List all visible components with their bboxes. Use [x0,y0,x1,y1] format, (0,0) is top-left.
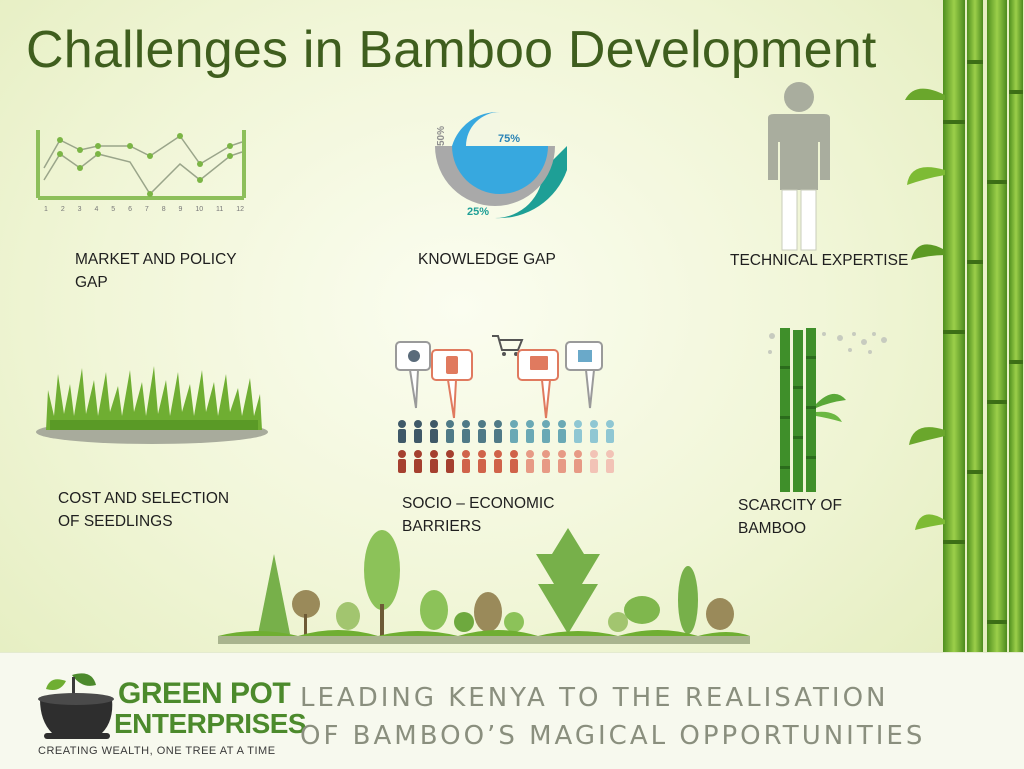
label-line: BAMBOO [738,520,807,537]
label-knowledge-gap: KNOWLEDGE GAP [418,248,556,271]
x-tick: 8 [161,206,166,213]
radial-chart-icon [435,111,567,219]
green-pot-logo-icon [38,673,114,739]
line-chart-icon [36,130,246,200]
x-tick: 3 [77,206,82,213]
x-tick: 9 [178,206,183,213]
logo-green-pot: GREEN POT [118,677,291,710]
line-chart-x-ticks: 1 2 3 4 5 6 7 8 9 10 11 12 [44,206,244,213]
x-tick: 7 [144,206,149,213]
label-line: OF SEEDLINGS [58,513,173,530]
forest-illustration [218,528,750,644]
bamboo-stalks-icon [768,328,887,492]
person-icon [768,82,830,251]
x-tick: 1 [44,206,48,213]
label-line: MARKET AND POLICY [75,251,237,268]
radial-label-25: 25% [467,206,490,218]
x-tick: 12 [236,206,244,213]
label-scarcity-of-bamboo: SCARCITY OF BAMBOO [738,494,842,540]
label-socio-economic-barriers: SOCIO – ECONOMIC BARRIERS [402,492,554,538]
slogan-line-1: LEADING KENYA TO THE REALISATION [300,683,889,713]
grass-icon [36,366,268,444]
slogan-line-2: OF BAMBOO’S MAGICAL OPPORTUNITIES [300,721,926,751]
footer: GREEN POT ENTERPRISES CREATING WEALTH, O… [0,652,1024,769]
people-row-bottom [398,450,614,473]
label-line: GAP [75,274,108,291]
label-line: SCARCITY OF [738,497,842,514]
x-tick: 2 [60,206,65,213]
socio-economic-icon [395,335,614,473]
x-tick: 11 [216,206,224,213]
label-line: COST AND SELECTION [58,490,230,507]
label-line: KNOWLEDGE GAP [418,251,556,268]
label-cost-selection-seedlings: COST AND SELECTION OF SEEDLINGS [58,487,229,533]
label-technical-expertise: TECHNICAL EXPERTISE [730,249,908,272]
radial-label-50: 50% [436,125,447,146]
label-line: BARRIERS [402,518,482,535]
logo-tagline: CREATING WEALTH, ONE TREE AT A TIME [38,745,276,757]
label-line: TECHNICAL EXPERTISE [730,252,909,269]
label-line: SOCIO – ECONOMIC [402,495,555,512]
x-tick: 10 [195,206,204,213]
x-tick: 4 [94,206,99,213]
logo-enterprises: ENTERPRISES [114,708,307,739]
label-market-policy-gap: MARKET AND POLICY GAP [75,248,237,294]
people-row-top [398,420,614,443]
x-tick: 6 [128,206,132,213]
x-tick: 5 [111,206,116,213]
bamboo-border-illustration [905,0,1023,768]
slide-title: Challenges in Bamboo Development [26,21,877,79]
radial-label-75: 75% [498,133,521,145]
